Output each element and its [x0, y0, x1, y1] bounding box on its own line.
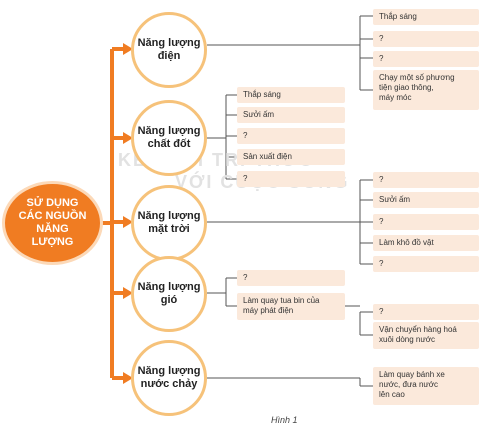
node-solar: Năng lượng mặt trời — [131, 185, 207, 261]
wind-box-2: Làm quay tua bin của máy phát điện — [237, 293, 345, 320]
node-fuel: Năng lượng chất đốt — [131, 100, 207, 176]
wind-box-1: ? — [237, 270, 345, 286]
branch-arrow — [123, 372, 133, 384]
water-box-1: Làm quay bánh xe nước, đưa nước lên cao — [373, 367, 479, 405]
fuel-box-2: Sưởi ấm — [237, 107, 345, 123]
node-electricity: Năng lượng điện — [131, 12, 207, 88]
node-water: Năng lượng nước chảy — [131, 340, 207, 416]
solar-box-4: Làm khô đồ vật — [373, 235, 479, 251]
fuel-box-3: ? — [237, 128, 345, 144]
fuel-box-1: Thắp sáng — [237, 87, 345, 103]
node-wind: Năng lượng gió — [131, 256, 207, 332]
branch-arrow — [123, 287, 133, 299]
solar-box-3: ? — [373, 214, 479, 230]
solar-box-1: ? — [373, 172, 479, 188]
electric-box-4: Chạy một số phương tiện giao thông, máy … — [373, 70, 479, 110]
electric-box-2: ? — [373, 31, 479, 47]
figure-caption: Hình 1 — [271, 415, 298, 425]
fuel-box-4: Sản xuất điện — [237, 149, 345, 165]
center-node: SỬ DỤNG CÁC NGUỒN NĂNG LƯỢNG — [2, 181, 103, 265]
wind-box-3: ? — [373, 304, 479, 320]
branch-arrow — [123, 43, 133, 55]
wind-box-4: Vận chuyển hàng hoá xuôi dòng nước — [373, 322, 479, 349]
solar-box-2: Sưởi ấm — [373, 192, 479, 208]
branch-arrow — [123, 216, 133, 228]
fuel-box-5: ? — [237, 171, 345, 187]
electric-box-1: Thắp sáng — [373, 9, 479, 25]
solar-box-5: ? — [373, 256, 479, 272]
branch-arrow — [123, 132, 133, 144]
electric-box-3: ? — [373, 51, 479, 67]
